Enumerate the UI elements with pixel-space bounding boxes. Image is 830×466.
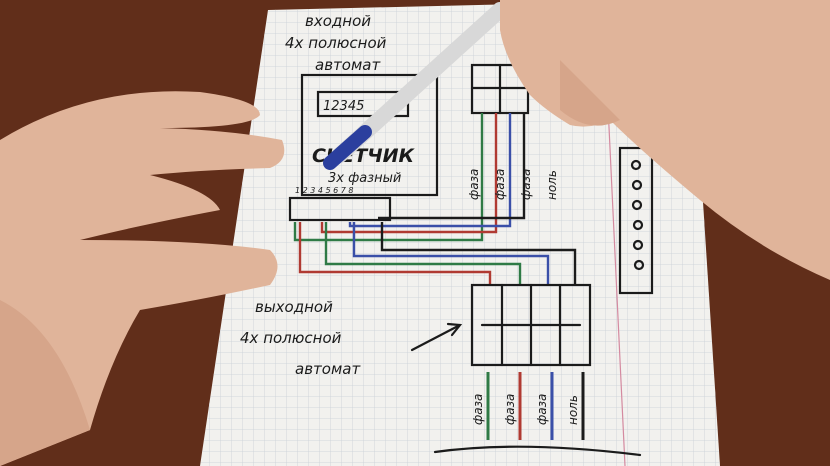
left-hand [0,91,285,466]
svg-text:4х полюсной: 4х полюсной [285,34,387,52]
meter-subtitle: 3х фазный [328,171,401,186]
svg-text:ноль: ноль [545,170,559,200]
right-hand [500,0,830,280]
meter-display: 12345 [323,99,364,114]
output-breaker-label: выходной 4х полюсной автомат [240,298,463,378]
svg-text:фаза: фаза [493,169,507,200]
input-breaker-label: входной 4х полюсной автомат [285,12,387,74]
neutral-bus-bar [618,146,654,295]
svg-text:автомат: автомат [315,56,381,74]
svg-text:входной: входной [305,12,371,30]
output-wire-labels: фаза фаза фаза ноль [471,394,580,425]
meter-terminal-numbers: 1 2 3 4 5 6 7 8 [295,186,354,195]
svg-text:фаза: фаза [519,169,533,200]
svg-text:фаза: фаза [467,169,481,200]
wiring [293,113,577,285]
pen [323,2,508,170]
svg-text:4х полюсной: 4х полюсной [240,329,342,347]
svg-text:фаза: фаза [535,394,549,425]
input-wire-labels: фаза фаза фаза ноль [467,169,559,200]
output-wires [433,372,642,457]
svg-text:фаза: фаза [471,394,485,425]
svg-text:фаза: фаза [503,394,517,425]
svg-text:автомат: автомат [295,360,361,378]
output-breaker [470,283,592,367]
svg-text:выходной: выходной [255,298,333,316]
svg-text:ноль: ноль [566,395,580,425]
